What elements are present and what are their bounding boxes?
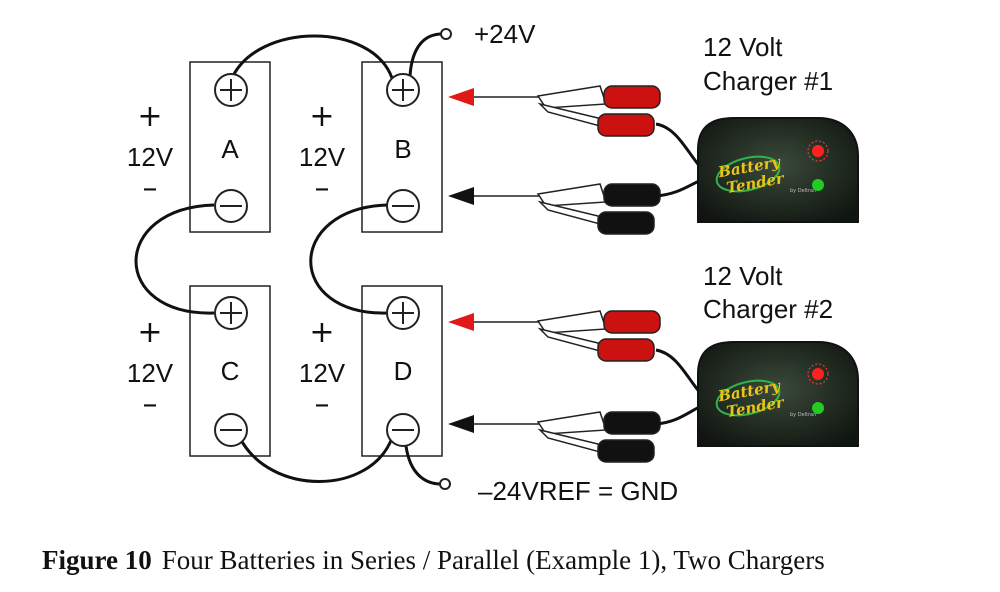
charger-arrows <box>448 88 540 433</box>
clamp-charger2-positive <box>536 310 707 400</box>
battery-b-label: B <box>394 134 411 164</box>
battery-d-label: D <box>394 356 413 386</box>
battery-c-minus-sign: – <box>143 387 158 422</box>
battery-c-plus-sign: + <box>137 315 162 350</box>
charger-1-green-led <box>812 179 824 191</box>
arrow-charger1-negative <box>448 187 540 205</box>
charger-2-label-line1: 12 Volt <box>703 261 783 291</box>
positive-output-terminal <box>440 28 452 40</box>
terminal-d-minus <box>386 413 420 447</box>
clamps <box>536 85 707 463</box>
battery-d-plus-sign: + <box>309 315 334 350</box>
interconnect-wires <box>134 32 443 486</box>
arrow-charger2-negative <box>448 415 540 433</box>
charger-1-brand-maker: by Deltran <box>790 188 816 194</box>
battery-b-voltage-label: 12V <box>299 142 346 172</box>
battery-d-voltage-label: 12V <box>299 358 346 388</box>
battery-b-plus-sign: + <box>309 99 334 134</box>
clamp-charger1-negative <box>536 176 707 235</box>
wire-a-plus-to-b-plus <box>230 34 394 79</box>
figure-caption-text: Four Batteries in Series / Parallel (Exa… <box>161 545 825 575</box>
battery-c-voltage-label: 12V <box>127 358 174 388</box>
terminal-b-plus <box>386 73 420 107</box>
wire-c-minus-to-d-minus <box>238 437 394 483</box>
battery-b-minus-sign: – <box>315 171 330 206</box>
terminal-d-plus <box>386 296 420 330</box>
wire-b-minus-to-d-plus <box>309 203 389 315</box>
wire-a-minus-to-c-plus <box>134 203 215 315</box>
figure-number: Figure 10 <box>42 545 152 575</box>
arrow-charger1-positive <box>448 88 540 106</box>
charger-2-label-line2: Charger #2 <box>703 294 833 324</box>
terminal-c-plus <box>214 296 248 330</box>
charger-2-green-led <box>812 402 824 414</box>
battery-c-label: C <box>221 356 240 386</box>
battery-c-voltage: + 12V – <box>127 315 174 422</box>
terminal-a-minus <box>214 189 248 223</box>
arrow-charger2-positive <box>448 313 540 331</box>
charger-1: Battery Tender by Deltran <box>697 117 859 223</box>
wire-d-minus-to-terminal <box>404 445 442 486</box>
positive-output-label: +24V <box>474 19 536 49</box>
charger-2: Battery Tender by Deltran <box>697 341 859 447</box>
charger-2-brand-maker: by Deltran <box>790 412 816 418</box>
terminal-c-minus <box>214 413 248 447</box>
battery-a-voltage-label: 12V <box>127 142 174 172</box>
battery-a-label: A <box>221 134 239 164</box>
battery-a-minus-sign: – <box>143 171 158 206</box>
charger-2-red-led <box>812 368 824 380</box>
negative-output-terminal <box>439 478 451 490</box>
battery-d-voltage: + 12V – <box>299 315 346 422</box>
terminal-a-plus <box>214 73 248 107</box>
clamp-charger2-negative <box>536 402 707 463</box>
battery-a-plus-sign: + <box>137 99 162 134</box>
battery-d-minus-sign: – <box>315 387 330 422</box>
terminal-b-minus <box>386 189 420 223</box>
clamp-charger1-positive <box>536 85 707 174</box>
negative-output-label: –24VREF = GND <box>478 476 678 506</box>
battery-b-voltage: + 12V – <box>299 99 346 206</box>
charger-1-label-line1: 12 Volt <box>703 32 783 62</box>
figure-caption: Figure 10 Four Batteries in Series / Para… <box>42 545 825 576</box>
charger-1-red-led <box>812 145 824 157</box>
battery-a-voltage: + 12V – <box>127 99 174 206</box>
charger-1-label-line2: Charger #1 <box>703 66 833 96</box>
wire-b-plus-to-terminal <box>408 32 443 77</box>
battery-terminals <box>214 73 420 447</box>
